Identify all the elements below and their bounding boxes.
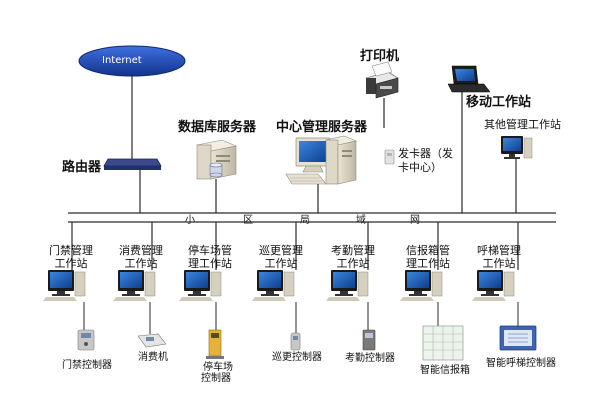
router-icon <box>103 158 162 167</box>
desktop-computer-icon <box>472 270 515 301</box>
desktop-computer-icon <box>400 270 443 301</box>
router-node <box>103 158 162 213</box>
workstation-label-line1: 信报箱管 <box>406 244 450 257</box>
server-tower-icon <box>325 135 357 185</box>
workstation-label-line1: 考勤管理 <box>331 244 375 257</box>
workstation-7 <box>472 222 537 351</box>
lan-bus <box>68 212 556 223</box>
mobile-workstation-node <box>447 65 491 213</box>
internet-label: Internet <box>102 55 142 66</box>
lan-label-char: 网 <box>410 215 420 226</box>
database-server-label: 数据库服务器 <box>178 120 257 135</box>
workstation-label: 呼梯管理 工作站 <box>474 244 524 270</box>
workstation-label-line1: 消费管理 <box>119 244 163 257</box>
mailbox-cabinet-icon <box>422 325 464 361</box>
desktop-computer-icon <box>501 136 533 159</box>
lan-label-char: 小 <box>185 215 195 226</box>
parking-controller-icon <box>206 329 224 359</box>
laptop-icon <box>447 65 491 93</box>
database-server-node <box>195 139 238 213</box>
patrol-controller-icon <box>290 332 301 351</box>
workstation-label-line2: 工作站 <box>264 257 298 270</box>
workstation-label-line2: 理工作站 <box>188 257 232 270</box>
workstation-1 <box>43 222 95 351</box>
lan-label-char: 区 <box>243 215 253 226</box>
printer-node <box>365 61 399 128</box>
card-issuer-label-line1: 发卡器（发 <box>398 147 453 160</box>
desktop-computer-icon <box>326 270 369 301</box>
card-issuer-label-line2: 卡中心） <box>398 161 442 174</box>
lan-label-char: 域 <box>356 215 366 226</box>
workstation-4 <box>252 222 301 351</box>
device-label: 智能呼梯控制器 <box>486 358 556 369</box>
device-label-line2: 控制器 <box>201 373 231 384</box>
device-label: 智能信报箱 <box>420 365 470 376</box>
central-management-server-label: 中心管理服务器 <box>276 120 368 135</box>
card-issuer-icon <box>384 149 395 165</box>
workstation-label-line1: 呼梯管理 <box>477 244 521 257</box>
mobile-workstation-label: 移动工作站 <box>466 95 532 110</box>
access-controller-icon <box>77 329 95 351</box>
router-label: 路由器 <box>62 160 102 175</box>
printer-icon <box>365 61 399 99</box>
workstation-label: 停车场管 理工作站 <box>184 244 236 270</box>
workstation-label-line2: 理工作站 <box>406 257 450 270</box>
workstation-2 <box>113 222 167 348</box>
elevator-controller-icon <box>499 325 537 351</box>
central-management-server-node <box>285 135 357 213</box>
workstation-6 <box>400 222 464 361</box>
workstation-label: 信报箱管 理工作站 <box>402 244 454 270</box>
monitor-icon <box>295 137 331 173</box>
workstation-label-line1: 停车场管 <box>188 244 232 257</box>
workstation-label: 门禁管理 工作站 <box>46 244 96 270</box>
workstation-label-line1: 门禁管理 <box>49 244 93 257</box>
other-workstation-node <box>501 136 533 213</box>
desktop-computer-icon <box>113 270 156 301</box>
workstation-label-line2: 工作站 <box>336 257 370 270</box>
workstation-label-line1: 巡更管理 <box>259 244 303 257</box>
pos-terminal-icon <box>137 333 167 348</box>
device-label: 考勤控制器 <box>345 353 395 364</box>
database-cylinder-icon <box>209 162 223 178</box>
device-label: 巡更控制器 <box>272 352 322 363</box>
printer-label: 打印机 <box>360 49 400 64</box>
workstation-label-line2: 工作站 <box>482 257 516 270</box>
attendance-controller-icon <box>362 329 376 351</box>
card-issuer-node <box>384 149 395 165</box>
workstation-label: 巡更管理 工作站 <box>256 244 306 270</box>
workstation-label: 消费管理 工作站 <box>116 244 166 270</box>
desktop-computer-icon <box>43 270 86 301</box>
device-label: 消费机 <box>138 352 168 363</box>
workstation-label-line2: 工作站 <box>54 257 88 270</box>
device-label: 门禁控制器 <box>62 360 112 371</box>
keyboard-icon <box>285 173 327 185</box>
desktop-computer-icon <box>179 270 222 301</box>
desktop-computer-icon <box>252 270 295 301</box>
workstation-5 <box>326 222 376 351</box>
workstation-label: 考勤管理 工作站 <box>328 244 378 270</box>
other-workstation-label: 其他管理工作站 <box>484 118 561 131</box>
workstation-label-line2: 工作站 <box>124 257 158 270</box>
device-label: 停车场 <box>203 362 233 373</box>
lan-label-char: 局 <box>300 215 310 226</box>
workstation-3 <box>179 222 224 359</box>
